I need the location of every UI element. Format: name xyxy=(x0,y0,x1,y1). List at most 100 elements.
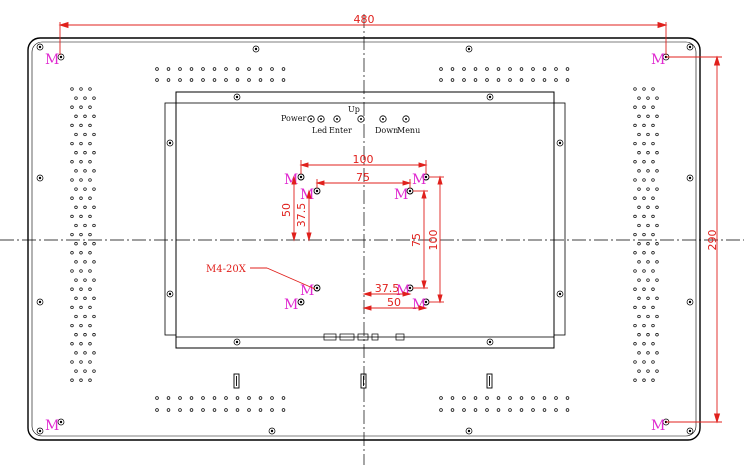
vent-hole xyxy=(258,67,263,71)
screw-hole-center xyxy=(467,47,471,51)
width-dimension xyxy=(58,21,668,55)
vent-hole xyxy=(642,323,646,328)
vent-hole xyxy=(637,260,641,264)
vent-hole xyxy=(92,333,96,337)
vent-hole xyxy=(79,378,83,382)
vent-hole xyxy=(88,360,92,364)
vesa-mark-tr-inner: M xyxy=(394,187,408,203)
screw-hole-center xyxy=(59,55,63,59)
vent-hole xyxy=(637,223,641,228)
vent-hole xyxy=(651,342,655,346)
vent-hole xyxy=(83,351,87,355)
vent-hole xyxy=(79,105,83,109)
vent-hole xyxy=(70,196,74,200)
power-button-icon xyxy=(307,115,315,123)
vent-hole xyxy=(651,378,655,382)
vent-hole xyxy=(637,314,641,319)
vent-hole xyxy=(92,351,96,355)
vent-hole xyxy=(646,205,650,209)
vent-hole xyxy=(508,67,512,71)
screw-hole xyxy=(486,338,494,346)
vent-hole xyxy=(79,141,83,146)
vent-hole xyxy=(637,187,641,191)
vent-hole xyxy=(531,78,535,82)
vent-hole xyxy=(637,296,641,300)
vent-hole xyxy=(655,223,659,228)
screw-hole-center xyxy=(688,300,692,304)
vent-hole xyxy=(166,408,171,412)
screw-hole xyxy=(36,43,44,51)
vent-hole xyxy=(637,278,641,282)
screw-hole-center xyxy=(488,95,492,99)
vent-hole xyxy=(83,132,87,137)
vent-hole xyxy=(450,67,455,71)
vent-hole xyxy=(247,78,251,82)
vent-hole xyxy=(646,187,650,191)
vent-hole xyxy=(83,278,87,282)
vent-hole xyxy=(646,260,650,264)
vent-hole xyxy=(79,305,83,310)
vent-hole xyxy=(212,67,217,71)
vent-hole xyxy=(88,105,92,109)
vent-hole xyxy=(235,408,240,412)
screw-hole xyxy=(36,174,44,182)
vent-hole xyxy=(646,132,650,137)
screw-hole xyxy=(686,298,694,306)
screw-hole xyxy=(252,45,260,53)
vent-hole xyxy=(565,78,570,82)
vent-hole xyxy=(485,78,489,82)
vent-hole xyxy=(70,141,74,146)
screw-hole xyxy=(36,298,44,306)
screw-hole-center xyxy=(168,141,172,145)
screw-hole xyxy=(57,53,65,61)
vent-hole xyxy=(531,396,535,400)
vent-hole xyxy=(88,305,92,310)
vent-hole xyxy=(83,169,87,173)
vent-hole xyxy=(642,378,646,382)
screw-hole-center xyxy=(270,429,274,433)
vent-hole xyxy=(651,87,655,91)
vent-hole xyxy=(473,408,478,412)
vent-hole xyxy=(554,78,558,82)
enter-button-icon xyxy=(333,115,341,123)
vent-hole xyxy=(224,408,228,412)
vent-hole xyxy=(633,232,637,237)
vent-hole xyxy=(79,178,83,182)
mount-mark-bottom-right: M xyxy=(651,418,665,434)
vent-hole xyxy=(235,67,240,71)
vent-hole xyxy=(70,160,74,164)
vent-hole xyxy=(651,360,655,364)
vent-hole xyxy=(496,67,501,71)
vent-hole xyxy=(655,96,659,100)
vent-hole xyxy=(642,160,646,164)
vent-hole xyxy=(212,408,217,412)
mount-mark-top-right: M xyxy=(651,52,665,68)
vent-hole xyxy=(633,214,637,219)
vent-hole xyxy=(646,369,650,373)
vent-hole xyxy=(74,132,78,137)
vent-hole xyxy=(74,351,78,355)
screw-hole xyxy=(556,290,564,298)
vent-hole xyxy=(655,151,659,155)
vent-hole xyxy=(473,78,478,82)
vent-hole xyxy=(633,141,637,146)
vent-hole xyxy=(651,123,655,128)
vent-hole xyxy=(74,151,78,155)
vent-hole xyxy=(651,232,655,237)
vent-hole xyxy=(83,333,87,337)
vent-hole xyxy=(508,78,512,82)
vent-hole xyxy=(201,408,205,412)
vesa-75-width-label: 75 xyxy=(356,171,370,184)
vent-hole xyxy=(633,269,637,273)
vent-hole xyxy=(79,87,83,91)
screw-hole-center xyxy=(558,292,562,296)
vent-hole xyxy=(450,78,455,82)
vent-hole xyxy=(92,187,96,191)
vent-hole xyxy=(70,323,74,328)
vent-hole xyxy=(92,314,96,319)
control-buttons: Power Up Led Enter Down Menu xyxy=(281,105,420,135)
vent-hole xyxy=(270,78,274,82)
mount-mark-top-left: M xyxy=(45,52,59,68)
vesa-dimension-lines xyxy=(250,160,444,311)
vent-hole xyxy=(508,396,512,400)
